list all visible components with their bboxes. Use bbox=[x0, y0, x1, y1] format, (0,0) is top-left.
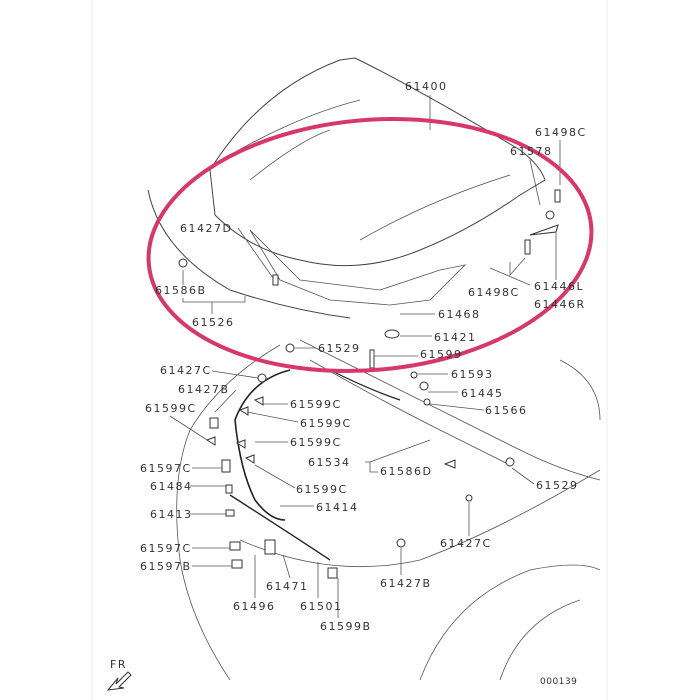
vehicle-body bbox=[176, 339, 601, 681]
part-label-61427c: 61427C bbox=[440, 537, 492, 550]
part-label-61597c: 61597C bbox=[140, 542, 192, 555]
part-label-61413: 61413 bbox=[150, 508, 193, 521]
part-label-61498c: 61498C bbox=[535, 126, 587, 139]
part-label-61529: 61529 bbox=[536, 479, 579, 492]
part-label-61471: 61471 bbox=[266, 580, 309, 593]
part-label-61586b: 61586B bbox=[155, 284, 207, 297]
part-label-61421: 61421 bbox=[434, 331, 477, 344]
part-label-61578: 61578 bbox=[510, 145, 553, 158]
part-label-61599c: 61599C bbox=[145, 402, 197, 415]
part-label-61599b: 61599B bbox=[320, 620, 372, 633]
front-arrow-icon bbox=[106, 671, 132, 691]
part-label-61427b: 61427B bbox=[178, 383, 230, 396]
part-label-61599c: 61599C bbox=[296, 483, 348, 496]
part-labels: 61400 61498C 61578 61427D 61586B 61526 61446L 6… bbox=[140, 80, 587, 633]
part-label-61534: 61534 bbox=[308, 456, 351, 469]
weatherstrip-61526 bbox=[147, 189, 351, 319]
part-label-61593: 61593 bbox=[451, 368, 494, 381]
hood-panel bbox=[209, 57, 546, 306]
part-label-61446r: 61446R bbox=[534, 298, 586, 311]
part-label-61427b: 61427B bbox=[380, 577, 432, 590]
release-cable-61501 bbox=[229, 494, 331, 561]
wire bbox=[329, 369, 401, 401]
part-label-61599c: 61599C bbox=[290, 398, 342, 411]
fasteners bbox=[178, 189, 561, 579]
drawing-number: 000139 bbox=[540, 677, 577, 687]
part-label-61597b: 61597B bbox=[140, 560, 192, 573]
part-label-61597c: 61597C bbox=[140, 462, 192, 475]
part-label-61599c: 61599C bbox=[290, 436, 342, 449]
part-label-61566: 61566 bbox=[485, 404, 528, 417]
part-label-61400: 61400 bbox=[405, 80, 448, 93]
part-label-61529: 61529 bbox=[318, 342, 361, 355]
part-label-61484: 61484 bbox=[150, 480, 193, 493]
part-label-61586d: 61586D bbox=[380, 465, 432, 478]
part-label-61427d: 61427D bbox=[180, 222, 232, 235]
part-label-61414: 61414 bbox=[316, 501, 359, 514]
part-label-61468: 61468 bbox=[438, 308, 481, 321]
part-label-61446l: 61446L bbox=[534, 280, 584, 293]
part-label-61526: 61526 bbox=[192, 316, 235, 329]
part-label-61427c: 61427C bbox=[160, 364, 212, 377]
front-marker: FR bbox=[110, 658, 127, 671]
part-label-61501: 61501 bbox=[300, 600, 343, 613]
hood-release-cable bbox=[234, 369, 291, 521]
highlight-ellipse bbox=[146, 116, 594, 374]
part-label-61498c: 61498C bbox=[468, 286, 520, 299]
part-label-61445: 61445 bbox=[461, 387, 504, 400]
part-label-61599c: 61599C bbox=[300, 417, 352, 430]
part-label-61599: 61599 bbox=[420, 348, 463, 361]
leader-lines bbox=[169, 95, 561, 618]
part-label-61496: 61496 bbox=[233, 600, 276, 613]
